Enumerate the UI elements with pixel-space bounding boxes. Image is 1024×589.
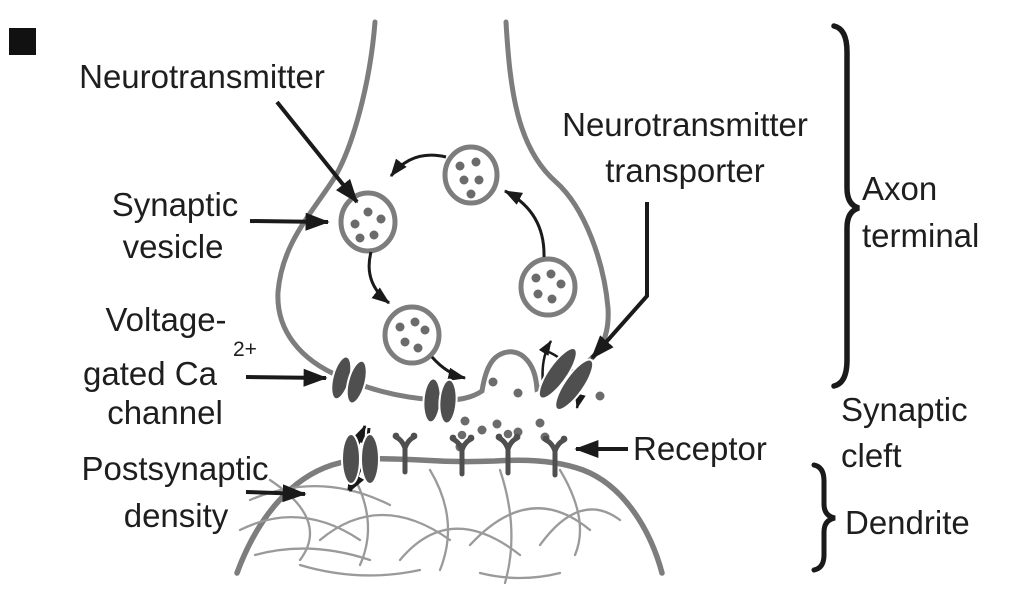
transporter-arrow	[590, 202, 649, 360]
label-synaptic-vesicle-line1: Synaptic	[112, 186, 239, 223]
synaptic-vesicle-arrow	[249, 212, 330, 231]
label-voltage-superscript: 2+	[233, 338, 257, 361]
label-voltage-line3: channel	[107, 394, 223, 431]
label-cleft-line1: Synaptic	[841, 391, 968, 428]
label-neurotransmitter: Neurotransmitter	[79, 58, 325, 95]
receptor	[542, 435, 568, 478]
corner-black-square	[9, 28, 36, 55]
postsynaptic-density-mesh	[238, 468, 622, 585]
label-axon-line1: Axon	[862, 170, 937, 207]
receptor	[449, 430, 475, 477]
label-voltage-line1: Voltage-	[105, 301, 226, 338]
synaptic-vesicle	[338, 190, 398, 254]
dendrite-membrane	[234, 455, 665, 576]
label-transporter-line1: Neurotransmitter	[562, 106, 808, 143]
ca-channel-arrow	[245, 368, 328, 387]
postsynaptic-density-arrow	[245, 484, 307, 503]
calcium-channel	[422, 377, 458, 425]
label-cleft-line2: cleft	[841, 437, 902, 474]
postsynaptic-channel	[341, 424, 380, 493]
synaptic-vesicle	[518, 256, 578, 318]
label-postsynaptic-line1: Postsynaptic	[81, 450, 268, 487]
dendrite-brace	[811, 462, 836, 573]
synaptic-vesicle	[382, 304, 442, 366]
label-receptor: Receptor	[633, 430, 767, 467]
synaptic-vesicle	[442, 144, 500, 206]
axon-terminal-membrane	[275, 19, 611, 403]
label-transporter-line2: transporter	[605, 152, 765, 189]
label-synaptic-vesicle-line2: vesicle	[123, 228, 224, 265]
calcium-channel	[330, 355, 368, 405]
vesicle-cycle-arrows	[367, 153, 546, 381]
label-postsynaptic-line2: density	[124, 497, 229, 534]
axon-terminal-brace	[831, 23, 860, 389]
label-axon-line2: terminal	[862, 217, 979, 254]
label-dendrite: Dendrite	[845, 504, 970, 541]
label-voltage-line2: gated Ca	[83, 355, 218, 392]
receptor	[392, 432, 418, 475]
neurotransmitter-transporter	[537, 340, 605, 411]
neurotransmitter-arrow	[275, 100, 359, 204]
receptor	[495, 429, 521, 476]
